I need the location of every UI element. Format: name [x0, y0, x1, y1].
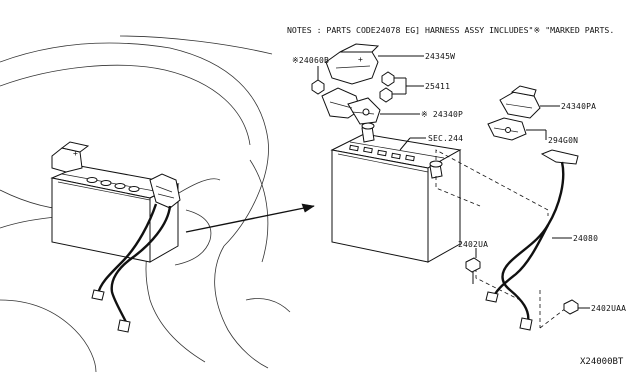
- clamp-24340PA: [499, 85, 560, 119]
- notes-text: NOTES : PARTS CODE24078 EG] HARNESS ASSY…: [287, 25, 614, 35]
- harness-24080: [485, 149, 579, 331]
- nut-24060B: [311, 66, 325, 95]
- nuts-25411: [379, 71, 424, 103]
- label-2402UA: 2402UA: [458, 240, 488, 249]
- battery-in-vehicle: +: [50, 141, 181, 333]
- diagram-reference-code: X24000BT: [580, 357, 624, 367]
- bolt-2402UA: [465, 248, 481, 284]
- bolt-2402UAA: [563, 299, 590, 315]
- label-sec244: SEC.244: [428, 134, 463, 143]
- label-25411: 25411: [425, 82, 450, 91]
- battery-detail: [330, 122, 462, 263]
- label-2402UAA: 2402UAA: [591, 304, 626, 313]
- detail-arrow: [185, 203, 315, 233]
- label-24340PA: 24340PA: [561, 102, 596, 111]
- label-24345W: 24345W: [425, 52, 455, 61]
- svg-text:+: +: [73, 149, 78, 158]
- label-24060B: ※24060B: [292, 56, 329, 65]
- svg-text:+: +: [358, 55, 363, 64]
- clamp-24340P: [321, 87, 420, 125]
- label-24080: 24080: [573, 234, 598, 243]
- dashed-leaders: [435, 149, 567, 329]
- clamp-294G0N: [487, 117, 547, 141]
- label-294G0N: 294G0N: [548, 136, 578, 145]
- terminal-cover-24345W: +: [325, 43, 424, 85]
- sec244-leader: [399, 137, 426, 151]
- label-24340P: ※ 24340P: [421, 110, 463, 119]
